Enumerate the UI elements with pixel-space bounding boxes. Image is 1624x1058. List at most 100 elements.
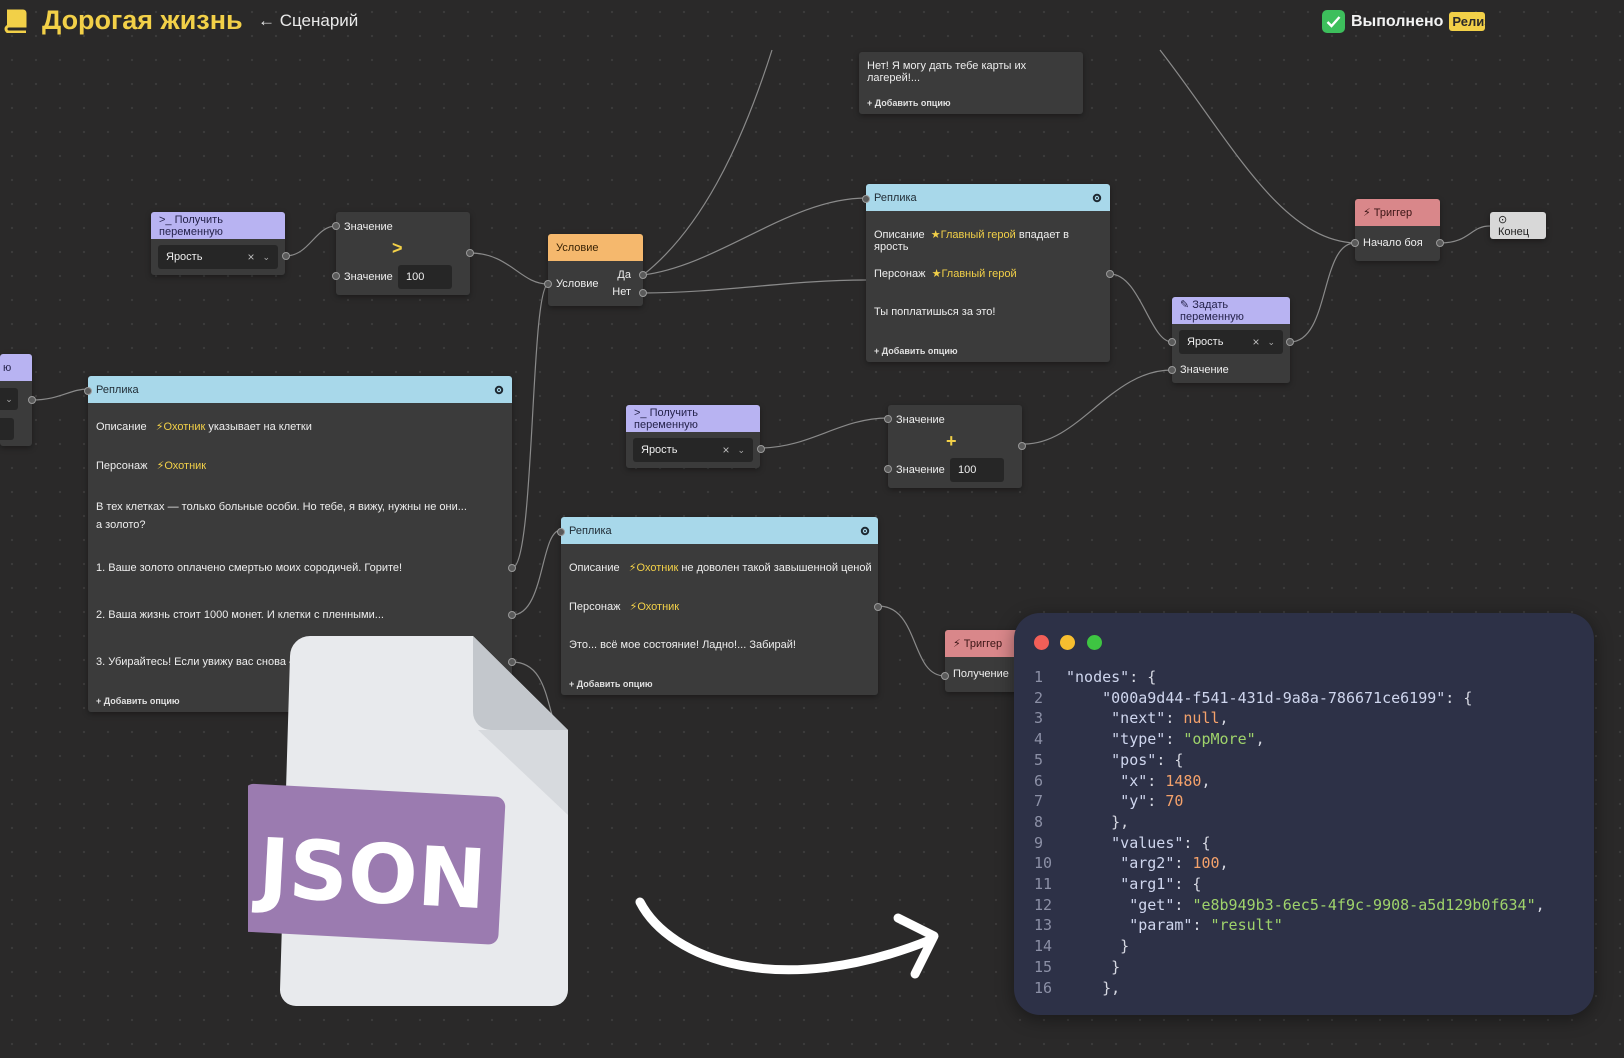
variable-select-partial[interactable]: ⌄ [0, 388, 18, 410]
minimize-dot[interactable] [1060, 635, 1075, 650]
code-text: "values": { [1111, 833, 1211, 852]
output-port[interactable] [28, 396, 36, 404]
maximize-dot[interactable] [1087, 635, 1102, 650]
node-header[interactable]: ю [0, 354, 32, 381]
yes-output-label: Да [617, 269, 631, 281]
input-port[interactable] [332, 222, 340, 230]
wire [284, 225, 337, 257]
input-port[interactable] [941, 672, 949, 680]
node-header[interactable]: Реплика [88, 376, 512, 403]
code-text: "y": 70 [1120, 792, 1184, 811]
get-variable-node-partial[interactable]: ю ⌄ [0, 354, 36, 446]
output-port[interactable] [282, 252, 290, 260]
set-variable-node[interactable]: ✎ Задать переменную Ярость×⌄ Значение [1168, 297, 1294, 383]
node-header[interactable]: Условие [548, 234, 643, 261]
code-line: 15 } [1034, 957, 1545, 978]
output-port[interactable] [466, 249, 474, 257]
variable-select[interactable]: Ярость×⌄ [1179, 330, 1283, 354]
option-2-port[interactable] [508, 611, 516, 619]
json-file-icon: JSON [248, 636, 568, 1006]
code-text: "pos": { [1111, 750, 1184, 769]
wire [1439, 225, 1491, 244]
add-option-button[interactable]: + Добавить опцию [874, 346, 958, 356]
input-port[interactable] [84, 387, 92, 395]
code-text: "type": "opMore", [1111, 730, 1265, 749]
get-variable-node[interactable]: >_ Получить переменную Ярость×⌄ [151, 212, 290, 275]
option-1-port[interactable] [508, 564, 516, 572]
wire [469, 252, 549, 285]
variable-select-partial[interactable] [0, 418, 14, 440]
code-line: 14 } [1034, 936, 1545, 957]
code-text: "arg2": 100, [1120, 854, 1229, 873]
compare-node[interactable]: Значение > Значение 100 [332, 212, 474, 295]
chevron-down-icon[interactable]: ⌄ [262, 251, 270, 262]
add-node[interactable]: Значение + Значение 100 [884, 405, 1026, 488]
input-port[interactable] [884, 465, 892, 473]
input-port[interactable] [544, 280, 552, 288]
json-code-panel: 1"nodes": {2 "000a9d44-f541-431d-9a8a-78… [1014, 613, 1594, 1015]
chevron-down-icon[interactable]: ⌄ [1267, 336, 1275, 347]
value-input[interactable]: 100 [398, 265, 452, 289]
node-header[interactable]: ⚡ Триггер [1355, 199, 1440, 226]
value-input[interactable]: 100 [950, 458, 1004, 482]
option-3-port[interactable] [508, 658, 516, 666]
output-port[interactable] [874, 603, 882, 611]
clear-icon[interactable]: × [722, 443, 730, 457]
reply-option-2[interactable]: 2. Ваша жизнь стоит 1000 монет. И клетки… [96, 609, 384, 621]
input-port[interactable] [884, 415, 892, 423]
code-line: 9 "values": { [1034, 833, 1545, 854]
no-output-port[interactable] [639, 289, 647, 297]
chevron-down-icon[interactable]: ⌄ [737, 444, 745, 455]
input-port[interactable] [1168, 338, 1176, 346]
output-port[interactable] [1436, 239, 1444, 247]
input-port[interactable] [332, 272, 340, 280]
output-port[interactable] [1018, 442, 1026, 450]
reply-node-hunter-2[interactable]: Реплика Описание ⚡Охотник не доволен так… [557, 517, 882, 695]
reply-option-1[interactable]: 1. Ваше золото оплачено смертью моих сор… [96, 562, 403, 574]
line-number: 10 [1034, 854, 1053, 873]
line-number: 16 [1034, 978, 1053, 997]
output-port[interactable] [1106, 270, 1114, 278]
input-port[interactable] [862, 195, 870, 203]
add-option-button[interactable]: + Добавить опцию [569, 679, 653, 689]
node-header[interactable]: Реплика [561, 517, 878, 544]
add-option-button[interactable]: + Добавить опцию [96, 696, 180, 706]
variable-select[interactable]: Ярость×⌄ [158, 245, 278, 269]
node-header[interactable]: ⊙ Конец [1490, 212, 1546, 239]
close-dot[interactable] [1034, 635, 1049, 650]
output-port[interactable] [1286, 338, 1294, 346]
clear-icon[interactable]: × [247, 250, 255, 264]
code-line: 2 "000a9d44-f541-431d-9a8a-786671ce6199"… [1034, 688, 1545, 709]
reply-node-hero[interactable]: Реплика Описание ★Главный герой впадает … [862, 184, 1114, 362]
output-port[interactable] [757, 445, 765, 453]
end-node[interactable]: ⊙ Конец [1490, 212, 1546, 239]
gear-icon[interactable] [494, 385, 504, 395]
status-badge[interactable]: Релиз [1449, 12, 1486, 31]
wire [877, 605, 946, 677]
reply-option-3[interactable]: 3. Убирайтесь! Если увижу вас снова — пе… [96, 656, 320, 668]
breadcrumb-scenario[interactable]: ← Сценарий [258, 11, 359, 30]
gear-icon[interactable] [860, 526, 870, 536]
node-header[interactable]: >_ Получить переменную [626, 405, 760, 432]
input-port[interactable] [1351, 239, 1359, 247]
node-header[interactable]: ✎ Задать переменную [1172, 297, 1290, 324]
input-port[interactable] [1168, 366, 1176, 374]
input-port[interactable] [557, 528, 565, 536]
add-option-button[interactable]: + Добавить опцию [867, 98, 951, 108]
node-header[interactable]: Реплика [866, 184, 1110, 211]
yes-output-port[interactable] [639, 271, 647, 279]
trigger-node-battle[interactable]: ⚡ Триггер Начало боя [1351, 199, 1444, 261]
code-text: } [1066, 937, 1130, 956]
clear-icon[interactable]: × [1252, 335, 1260, 349]
get-variable-node[interactable]: >_ Получить переменную Ярость×⌄ [626, 405, 765, 468]
code-text: } [1066, 957, 1121, 976]
check-icon [1322, 10, 1345, 33]
condition-input-label: Условие [556, 278, 599, 290]
reply-node-top[interactable]: Нет! Я могу дать тебе карты их лагерей!.… [859, 52, 1083, 114]
node-header[interactable]: >_ Получить переменную [151, 212, 285, 239]
gear-icon[interactable] [1092, 193, 1102, 203]
condition-node[interactable]: Условие Условие Да Нет [544, 234, 647, 306]
trigger-node-receive[interactable]: ⚡ Триггер Получение [941, 630, 1025, 692]
node-header[interactable]: ⚡ Триггер [945, 630, 1025, 657]
variable-select[interactable]: Ярость×⌄ [633, 438, 753, 462]
